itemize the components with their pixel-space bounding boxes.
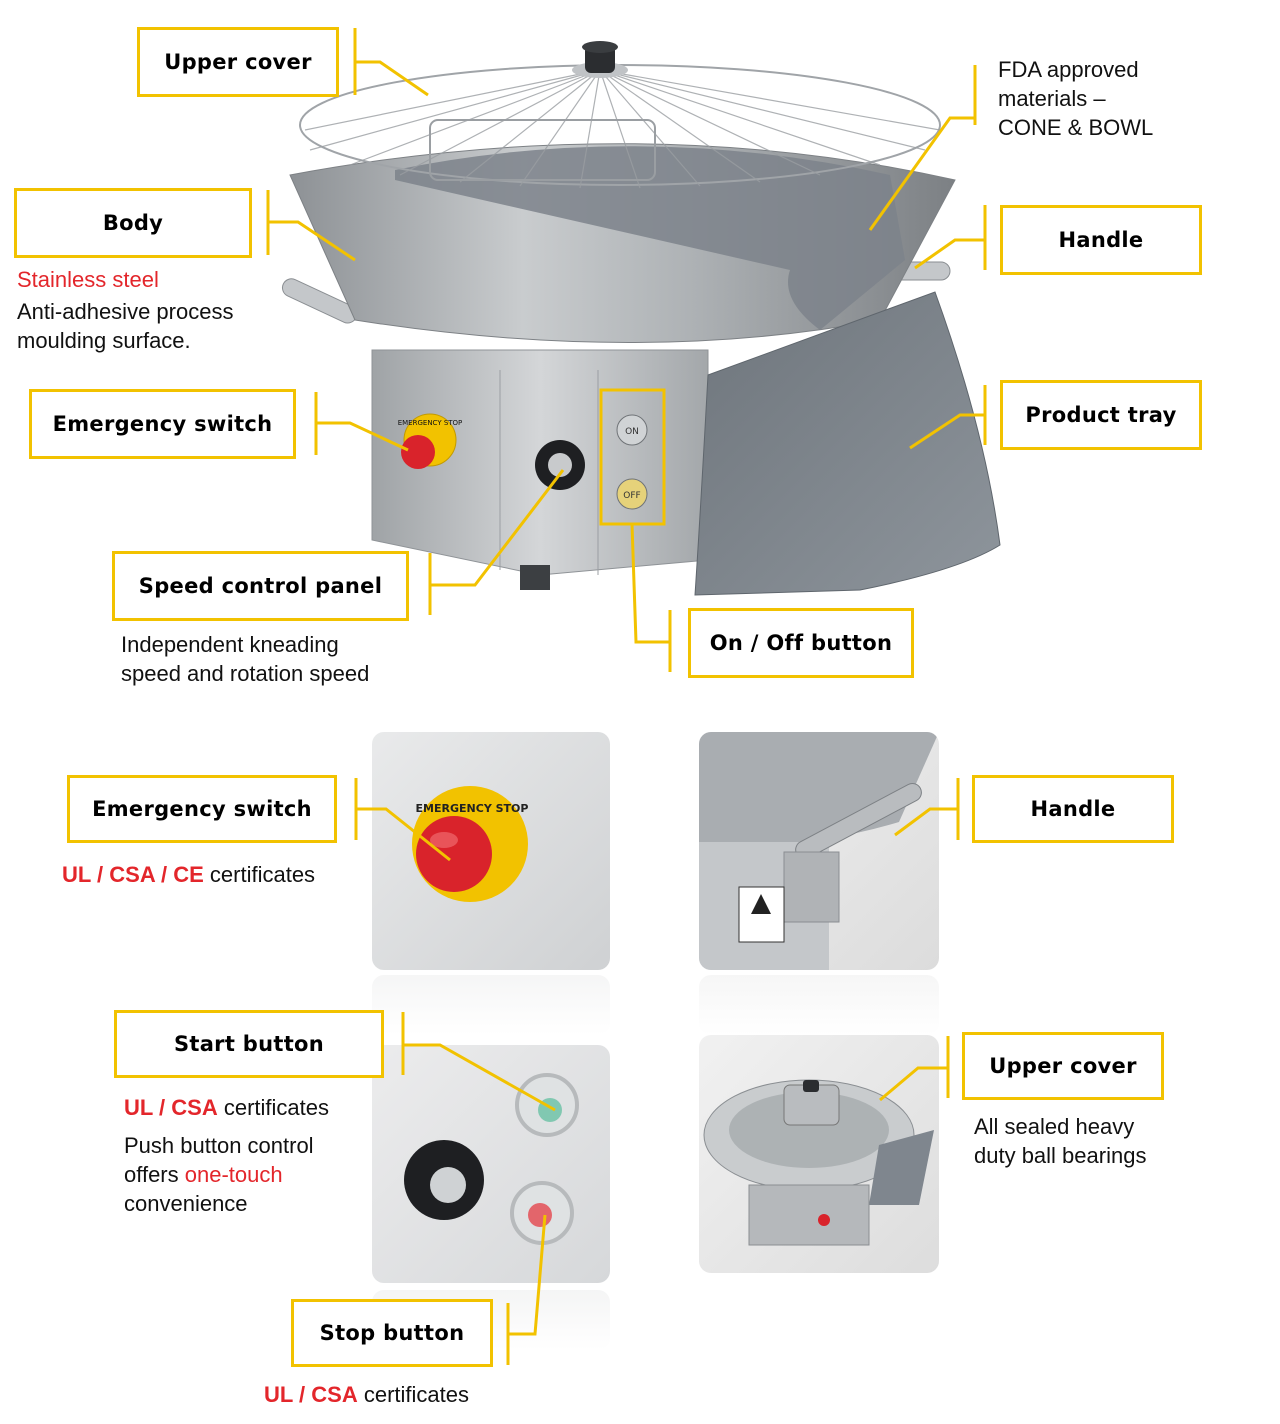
emergency-certs-note: UL / CSA / CE certificates bbox=[62, 860, 315, 889]
upper-cover-note-line-1: All sealed heavy bbox=[974, 1114, 1135, 1139]
start-certs-suffix: certificates bbox=[217, 1095, 329, 1120]
speed-note-line-1: Independent kneading bbox=[121, 632, 339, 657]
emergency-red-button-icon bbox=[416, 816, 492, 892]
start-certs: UL / CSA bbox=[124, 1095, 218, 1120]
stop-certs: UL / CSA bbox=[264, 1382, 358, 1407]
detail-upper-cover-label: Upper cover bbox=[962, 1032, 1164, 1100]
emergency-switch-label: Emergency switch bbox=[29, 389, 296, 459]
start-stop-photo bbox=[372, 1045, 610, 1283]
speed-note-line-2: speed and rotation speed bbox=[121, 661, 370, 686]
on-off-button-label: On / Off button bbox=[688, 608, 914, 678]
speed-control-panel-label: Speed control panel bbox=[112, 551, 409, 621]
start-note-line-3: convenience bbox=[124, 1191, 248, 1216]
product-tray bbox=[694, 291, 1001, 596]
upper-cover-photo bbox=[699, 1035, 939, 1273]
start-button-label: Start button bbox=[114, 1010, 384, 1078]
start-note-highlight: one-touch bbox=[184, 1162, 283, 1187]
detail-handle-label: Handle bbox=[972, 775, 1174, 843]
start-note-line-2: offers one-touch bbox=[124, 1160, 314, 1189]
emergency-switch-photo: EMERGENCY STOP bbox=[372, 732, 610, 970]
top-leader-lines bbox=[266, 28, 987, 672]
machine-illustration: EMERGENCY STOP ON OFF bbox=[266, 28, 1001, 672]
body-note: Anti-adhesive process moulding surface. bbox=[17, 297, 233, 355]
handle-photo bbox=[699, 732, 939, 970]
stop-certs-suffix: certificates bbox=[357, 1382, 469, 1407]
emergency-certs-suffix: certificates bbox=[203, 862, 316, 887]
inner-cone bbox=[395, 146, 905, 330]
body-material: Stainless steel bbox=[17, 267, 159, 292]
emergency-photo-text: EMERGENCY STOP bbox=[416, 802, 529, 815]
stop-button-label: Stop button bbox=[291, 1299, 493, 1367]
speed-note: Independent kneading speed and rotation … bbox=[121, 630, 369, 688]
body-note-line-2: moulding surface. bbox=[17, 328, 191, 353]
start-certs-note: UL / CSA certificates bbox=[124, 1093, 329, 1122]
machine-on-text: ON bbox=[625, 427, 639, 437]
machine-on-button bbox=[616, 414, 648, 446]
detail-emergency-switch-label: Emergency switch bbox=[67, 775, 337, 843]
body-note-line-1: Anti-adhesive process bbox=[17, 299, 234, 324]
emergency-certs: UL / CSA / CE bbox=[62, 862, 204, 887]
stop-certs-note: UL / CSA certificates bbox=[264, 1380, 469, 1409]
machine-emergency-text: EMERGENCY STOP bbox=[398, 419, 463, 427]
body-label: Body bbox=[14, 188, 252, 258]
warning-label-icon bbox=[738, 886, 785, 943]
fda-note-line-3: CONE & BOWL bbox=[998, 115, 1154, 140]
handle-label: Handle bbox=[1000, 205, 1202, 275]
machine-off-button bbox=[616, 478, 648, 510]
machine-off-text: OFF bbox=[623, 491, 640, 501]
start-note-line-2-prefix: offers bbox=[124, 1162, 185, 1187]
upper-cover-note-line-2: duty ball bearings bbox=[974, 1143, 1147, 1168]
product-tray-label: Product tray bbox=[1000, 380, 1202, 450]
start-note: Push button control offers one-touch con… bbox=[124, 1131, 314, 1218]
start-note-line-1: Push button control bbox=[124, 1133, 314, 1158]
machine-emergency-button bbox=[401, 435, 435, 469]
upper-cover-label: Upper cover bbox=[137, 27, 339, 97]
fda-note-line-2: materials – bbox=[998, 86, 1106, 111]
fda-note-line-1: FDA approved bbox=[998, 57, 1139, 82]
upper-cover-note: All sealed heavy duty ball bearings bbox=[974, 1112, 1146, 1170]
fda-note: FDA approved materials – CONE & BOWL bbox=[998, 55, 1153, 142]
